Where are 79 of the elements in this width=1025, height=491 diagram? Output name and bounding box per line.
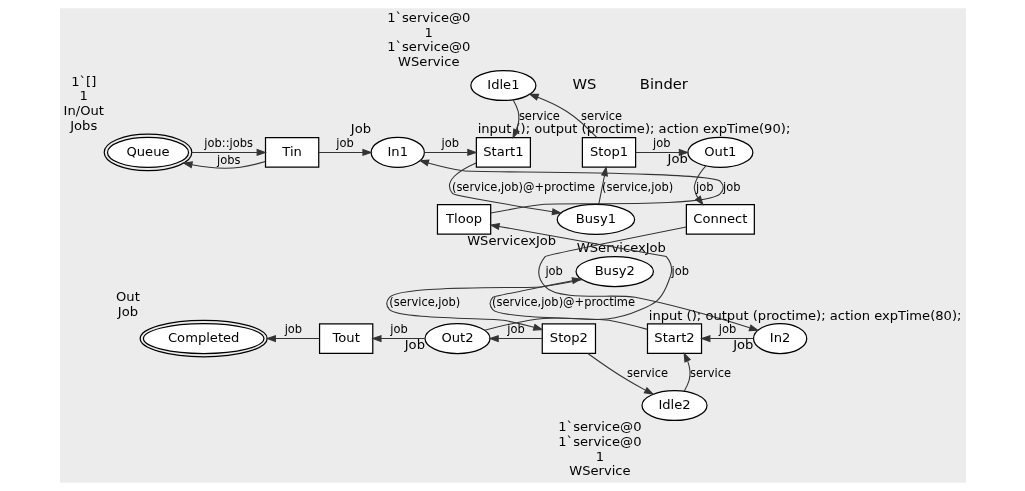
node-label: Job: [667, 151, 688, 167]
edge-label: (service,job): [601, 179, 673, 194]
node-label: 1: [424, 24, 433, 40]
arrow: [317, 148, 373, 157]
edge-label: service: [689, 365, 731, 380]
node-box: Connect: [685, 204, 755, 235]
arrow: [537, 226, 759, 332]
edge-label: job::jobs: [203, 135, 253, 150]
node-ellipse: Busy1: [556, 203, 635, 235]
edge-label: job: [722, 179, 741, 194]
edge-label: service: [580, 109, 622, 124]
arrow: [693, 165, 706, 206]
node-box: Start2: [646, 323, 702, 354]
node-label: input (); output (proctime); action expTime(80);: [648, 307, 961, 323]
arrow: [423, 148, 478, 157]
arrow: [699, 334, 754, 343]
edge-label: service: [626, 365, 668, 380]
edge-label: job: [718, 322, 736, 336]
node-label: Job: [117, 303, 138, 319]
node-label: WServicexJob: [466, 232, 556, 248]
arrow: [181, 161, 266, 169]
node-ellipse: In1: [370, 136, 425, 168]
edge-label: job: [671, 263, 689, 278]
edge-label: job: [695, 179, 714, 194]
node-box: Tin: [264, 137, 319, 168]
node-ellipse: Busy2: [574, 256, 654, 288]
arrow: [597, 165, 608, 205]
arrow: [489, 277, 648, 330]
label: WS: [571, 75, 596, 93]
node-label: 1`service@0: [557, 419, 642, 435]
node-label: 1`service@0: [386, 9, 470, 25]
node-label: WService: [397, 54, 459, 70]
node-label: 1: [79, 88, 88, 104]
edge-label: job: [284, 322, 302, 336]
node-box: Tloop: [436, 204, 491, 235]
node-label: Out: [115, 289, 140, 305]
node-label: In/Out: [63, 103, 104, 119]
node-label: Job: [404, 337, 425, 353]
node-label: 1`service@0: [386, 39, 470, 55]
edge-label: job: [441, 135, 459, 150]
label: Binder: [639, 75, 688, 93]
edge-label: (service,job): [388, 295, 460, 310]
arrow: [527, 93, 597, 138]
arrow: [634, 148, 689, 157]
arrow: [683, 351, 691, 392]
edge-label: service: [518, 109, 560, 124]
arrow: [483, 222, 672, 331]
edge-label: (service,job)@+proctime: [451, 179, 595, 194]
arrow: [418, 159, 724, 214]
arrow: [586, 352, 654, 395]
node-label: 1`[]: [70, 73, 96, 89]
node-label: 1`service@0: [557, 433, 642, 449]
node-box: Start1: [475, 137, 531, 168]
edge-label: job: [335, 135, 354, 150]
arrow: [448, 162, 562, 216]
arrow: [511, 99, 520, 140]
node-label: Jobs: [69, 117, 97, 133]
arrow: [265, 334, 320, 343]
node-label: WService: [568, 463, 631, 479]
node-box: Tout: [318, 323, 373, 354]
edge-label: job: [389, 322, 408, 336]
node-box: Stop1: [581, 137, 636, 168]
node-box: Stop2: [541, 323, 596, 354]
arrow: [487, 334, 543, 343]
arrow: [191, 148, 267, 157]
edge-label: job: [652, 135, 671, 150]
node-ellipse: Idle1: [469, 69, 536, 102]
node-ellipse: Idle2: [640, 389, 708, 422]
node-ellipse: Out1: [686, 136, 753, 168]
node-label: 1: [595, 448, 604, 464]
node-ellipse: In2: [752, 323, 807, 355]
edge-label: job: [544, 263, 563, 278]
edge-label: jobs: [216, 153, 240, 168]
edge-label: (service,job)@+proctime: [491, 295, 635, 310]
node-label: Job: [732, 337, 753, 353]
edge-label: job: [506, 322, 525, 336]
arrow: [385, 279, 582, 331]
arrow: [370, 334, 425, 343]
node-label: Job: [350, 121, 371, 137]
